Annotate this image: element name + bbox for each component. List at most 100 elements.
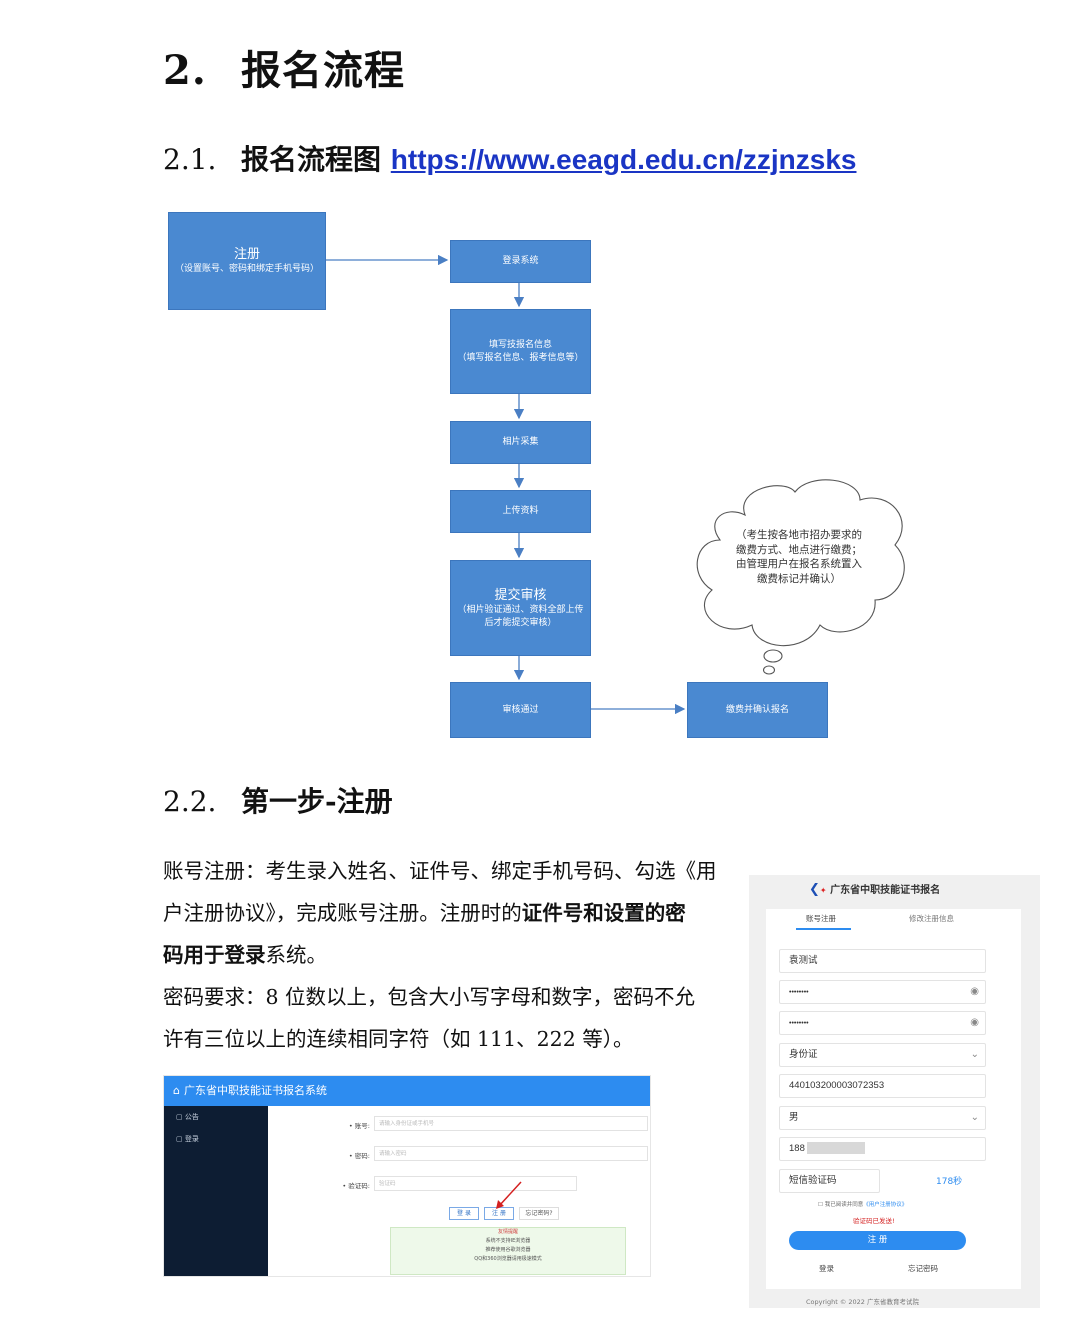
confirm-password-value: •••••••• [789, 1020, 809, 1027]
para1-line3-bold: 码用于登录 [163, 943, 266, 967]
section-heading: 2.报名流程 [163, 38, 405, 96]
agreement-checkbox[interactable]: ☐ 我已阅读并同意《用户注册协议》 [818, 1202, 908, 1208]
login-icon: ▢ [176, 1135, 185, 1143]
name-value: 袁测试 [789, 955, 818, 966]
flow-step-fill-note: （填写报名信息、报考信息等） [457, 352, 584, 363]
flowchart-connectors [325, 254, 905, 715]
sms-sent-message: 验证码已发送! [853, 1217, 895, 1225]
gender-value: 男 [789, 1112, 799, 1123]
flow-step-upload-label: 上传资料 [502, 506, 539, 516]
para1-line3: 码用于登录系统。 [163, 934, 733, 976]
chevron-down-icon: ⌄ [970, 1049, 979, 1060]
para1-line1: 账号注册：考生录入姓名、证件号、绑定手机号码、勾选《用 [163, 859, 717, 883]
login-header-bar: ⌂广东省中职技能证书报名系统 [164, 1076, 650, 1106]
tab-active-underline [796, 928, 851, 930]
name-field[interactable]: 袁测试 [779, 949, 986, 973]
paragraph-registration: 账号注册：考生录入姓名、证件号、绑定手机号码、勾选《用 户注册协议》，完成账号注… [163, 850, 733, 976]
para2-line2: 许有三位以上的连续相同字符（如 111、222 等）。 [163, 1027, 634, 1051]
flow-step-fill-title: 填写技报名信息 [488, 339, 552, 350]
subsection-number: 2.1. [163, 143, 217, 176]
register-submit-button[interactable]: 注 册 [789, 1231, 966, 1250]
subsection-number-2: 2.2. [163, 785, 217, 818]
phone-field[interactable]: 188 [779, 1137, 986, 1161]
flow-step-submit-note: （相片验证通过、资料全部上传后才能提交审核） [457, 604, 584, 628]
registration-link[interactable]: https://www.eeagd.edu.cn/zzjnzsks [390, 144, 857, 175]
notice-line-2: 推荐使用谷歌浏览器 [485, 1247, 531, 1253]
notice-icon: ▢ [176, 1113, 185, 1121]
sidebar-item-notice[interactable]: ▢ 公告 [164, 1106, 268, 1128]
sidebar-item-login[interactable]: ▢ 登录 [164, 1128, 268, 1150]
sidebar-item-login-label: 登录 [184, 1135, 199, 1143]
password-field[interactable]: •••••••• ◉ [779, 980, 986, 1004]
flow-step-submit: 提交审核 （相片验证通过、资料全部上传后才能提交审核） [450, 560, 591, 656]
flow-step-register: 注册 （设置账号、密码和绑定手机号码） [168, 212, 326, 310]
flow-step-photo: 相片采集 [450, 421, 591, 464]
para1-line2a: 户注册协议》，完成账号注册。注册时的 [163, 901, 522, 925]
account-label: • 账号: [348, 1122, 370, 1130]
id-type-value: 身份证 [789, 1049, 818, 1060]
password-value: •••••••• [789, 989, 809, 996]
forgot-password-link[interactable]: 忘记密码? [519, 1207, 559, 1220]
password-input[interactable]: 请输入密码 [374, 1146, 648, 1161]
account-input[interactable]: 请输入身份证或手机号 [374, 1116, 648, 1131]
subsection-heading-register: 2.2. 第一步-注册 [163, 780, 393, 820]
id-number-field[interactable]: 440103200003072353 [779, 1074, 986, 1098]
flow-step-pay: 缴费并确认报名 [687, 682, 828, 738]
subsection-title-2: 第一步-注册 [241, 785, 393, 818]
password-label: • 密码: [348, 1152, 370, 1160]
captcha-input[interactable]: 验证码 [374, 1176, 577, 1191]
flow-step-login: 登录系统 [450, 240, 591, 283]
section-title: 报名流程 [241, 47, 405, 94]
register-brand-title: 广东省中职技能证书报名 [830, 885, 941, 896]
confirm-password-field[interactable]: •••••••• ◉ [779, 1011, 986, 1035]
flow-step-login-label: 登录系统 [502, 256, 539, 266]
register-page-screenshot: ❮✦ 广东省中职技能证书报名 账号注册 修改注册信息 袁测试 •••••••• ◉… [749, 875, 1040, 1308]
para1-line2-bold: 证件号和设置的密 [521, 901, 686, 925]
flow-step-submit-title: 提交审核 [494, 587, 547, 603]
flow-step-photo-label: 相片采集 [502, 437, 539, 447]
sidebar-item-notice-label: 公告 [184, 1113, 199, 1121]
thought-cloud-text: （考生按各地市招办要求的缴费方式、地点进行缴费；由管理用户在报名系统置入缴费标记… [736, 529, 862, 585]
browser-notice: 友情提醒 系统不支持IE浏览器 推荐使用谷歌浏览器 QQ和360浏览器请用极速模… [390, 1227, 626, 1275]
notice-title: 友情提醒 [497, 1229, 518, 1235]
gender-select[interactable]: 男⌄ [779, 1106, 986, 1130]
captcha-label: • 验证码: [342, 1182, 370, 1190]
register-brand: ❮✦ 广东省中职技能证书报名 [809, 882, 941, 897]
paragraph-password: 密码要求：8 位数以上，包含大小写字母和数字，密码不允 许有三位以上的连续相同字… [163, 976, 733, 1060]
flow-step-upload: 上传资料 [450, 490, 591, 533]
login-page-screenshot: ⌂广东省中职技能证书报名系统 ▢ 公告 ▢ 登录 • 账号: 请输入身份证或手机… [163, 1075, 651, 1277]
copyright-text: Copyright © 2022 广东省教育考试院 [806, 1298, 920, 1306]
brand-logo-icon: ❮ [809, 882, 820, 897]
register-panel: 账号注册 修改注册信息 袁测试 •••••••• ◉ •••••••• ◉ 身份证 ⌄… [766, 909, 1021, 1289]
flow-step-approved: 审核通过 [450, 682, 591, 738]
login-sidebar: ▢ 公告 ▢ 登录 [164, 1106, 268, 1276]
login-link[interactable]: 登录 [819, 1264, 834, 1273]
flow-step-register-title: 注册 [233, 247, 260, 262]
agreement-text: 我已阅读并同意 [824, 1202, 864, 1208]
eye-icon[interactable]: ◉ [970, 1017, 979, 1028]
eye-icon[interactable]: ◉ [970, 986, 979, 997]
home-icon: ⌂ [173, 1084, 180, 1097]
login-button[interactable]: 登 录 [449, 1207, 479, 1220]
subsection-heading-flow: 2.1. 报名流程图 https://www.eeagd.edu.cn/zzjnz… [163, 138, 856, 178]
sms-code-field[interactable]: 短信验证码 [779, 1169, 880, 1193]
subsection-title: 报名流程图 [241, 143, 382, 176]
flow-step-register-note: （设置账号、密码和绑定手机号码） [175, 264, 320, 274]
agreement-link[interactable]: 《用户注册协议》 [863, 1202, 908, 1208]
notice-line-3: QQ和360浏览器请用极速模式 [474, 1256, 542, 1262]
flow-step-fill-info: 填写技报名信息 （填写报名信息、报考信息等） [450, 309, 591, 394]
forgot-password-link[interactable]: 忘记密码 [908, 1264, 938, 1273]
para2-line1: 密码要求：8 位数以上，包含大小写字母和数字，密码不允 [163, 985, 696, 1009]
tab-account-register[interactable]: 账号注册 [806, 914, 836, 923]
id-number-value: 440103200003072353 [789, 1080, 885, 1091]
phone-blur-mask [806, 1142, 865, 1155]
notice-line-1: 系统不支持IE浏览器 [485, 1238, 531, 1244]
red-arrow-annotation [496, 1181, 522, 1209]
tab-modify-info[interactable]: 修改注册信息 [909, 914, 954, 923]
thought-cloud [696, 479, 905, 675]
id-type-select[interactable]: 身份证 ⌄ [779, 1043, 986, 1067]
login-header-title: 广东省中职技能证书报名系统 [183, 1084, 327, 1097]
para1-line3b: 系统。 [265, 943, 328, 967]
sms-countdown: 178秒 [936, 1177, 963, 1187]
flow-step-approved-label: 审核通过 [502, 704, 539, 715]
